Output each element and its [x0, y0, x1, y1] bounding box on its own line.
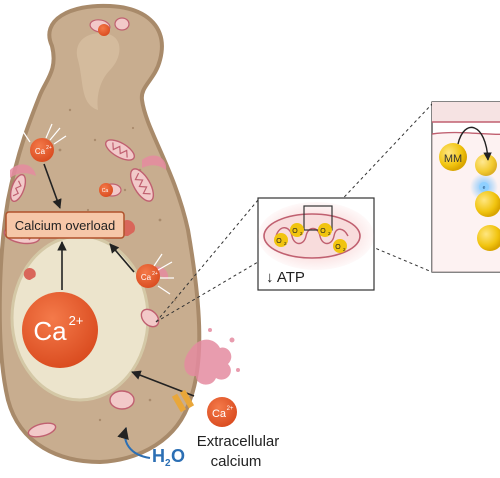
extracellular-calcium: Ca 2+ Extracellular calcium — [197, 397, 280, 470]
superoxide-3: O 2 — [318, 223, 332, 237]
svg-text:O: O — [276, 238, 282, 245]
yeast-cell: Ca 2+ — [0, 3, 240, 465]
water-influx: H 2 O — [117, 426, 185, 469]
svg-text:2+: 2+ — [227, 406, 234, 412]
vacuole-calcium-charge: 2+ — [69, 313, 84, 328]
svg-text:O: O — [335, 244, 341, 251]
calcium-channel — [171, 389, 195, 413]
superoxide-4: O 2 — [333, 239, 347, 253]
calcium-ion-bud — [98, 24, 110, 36]
mm-protein — [439, 143, 467, 171]
extracellular-label-line2: calcium — [211, 453, 262, 470]
mm-label: MM — [444, 153, 462, 165]
calcium-overload-box: Calcium overload — [5, 211, 125, 239]
svg-text:Ca: Ca — [102, 188, 109, 194]
svg-text:2: 2 — [328, 231, 331, 236]
svg-text:Ca: Ca — [35, 147, 46, 156]
svg-text:O: O — [320, 228, 326, 235]
superoxide-2: O 2 — [290, 223, 304, 237]
electron — [479, 182, 489, 192]
mitochondrion-inset: O 2 O 2 O 2 O 2 ↓ ATP — [257, 197, 375, 291]
superoxide-1: O 2 — [274, 233, 288, 247]
superoxide-badges: O 2 O 2 O 2 O 2 — [274, 223, 347, 253]
calcium-ion-top: Ca 2+ — [30, 138, 54, 162]
membrane-damage-splash — [184, 328, 240, 385]
svg-text:2+: 2+ — [152, 271, 158, 277]
svg-text:2: 2 — [343, 247, 346, 252]
extracellular-label-line1: Extracellular — [197, 433, 280, 450]
svg-text:O: O — [292, 228, 298, 235]
svg-text:Ca: Ca — [212, 408, 227, 420]
calcium-overload-label: Calcium overload — [15, 218, 115, 233]
vacuole-calcium-ion: Ca 2+ — [22, 292, 98, 368]
membrane-zoom-panel: MM e — [431, 101, 500, 273]
svg-text:Ca: Ca — [141, 273, 152, 282]
svg-text:2: 2 — [284, 241, 287, 246]
bud-neck — [76, 33, 120, 110]
svg-text:2: 2 — [300, 231, 303, 236]
small-calcium-ions: Ca 2+ Ca Ca 2+ — [30, 24, 160, 288]
calcium-efflux-rays — [21, 123, 174, 295]
water-o: O — [171, 446, 185, 466]
calcium-ion-right: Ca 2+ — [136, 264, 160, 288]
svg-text:2+: 2+ — [46, 145, 52, 151]
water-h: H — [152, 446, 165, 466]
vacuole-calcium-label: Ca — [33, 316, 67, 346]
atp-label: ↓ ATP — [266, 269, 305, 286]
water-sub: 2 — [165, 458, 171, 469]
calcium-ion-mid: Ca — [99, 183, 113, 197]
svg-text:e: e — [483, 185, 486, 191]
